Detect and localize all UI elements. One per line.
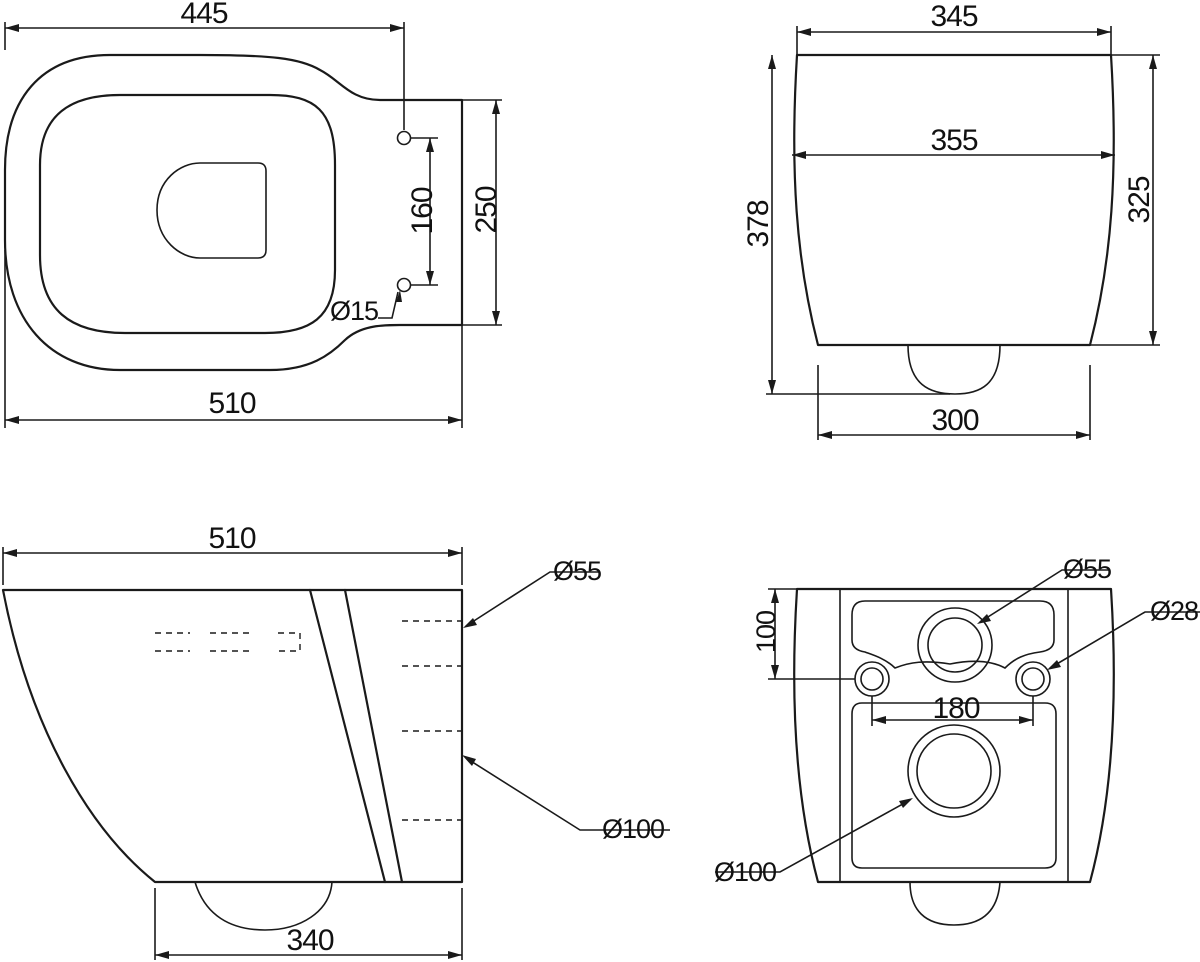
top-view-hole-diameter-label: Ø15: [330, 296, 378, 326]
top-view-width-to-holes-label: 445: [180, 0, 227, 30]
top-view: 445 510 160 250 Ø15: [3, 0, 503, 428]
front-view-top-width-label: 345: [930, 0, 977, 33]
rear-view-outlet-outer: [907, 724, 1001, 818]
top-view-rear-width-label: 250: [470, 186, 503, 233]
top-view-fixing-hole-lower: [396, 277, 412, 293]
rear-view: 180 100 Ø55 Ø28 Ø100: [714, 554, 1200, 926]
rear-view-bolt-left-outer: [854, 661, 890, 697]
front-view-outlet: [907, 344, 1001, 395]
rear-view-body-outline: [793, 587, 1115, 884]
rear-view-bolt-left-inner: [860, 667, 884, 691]
front-view-max-width-label: 355: [930, 124, 977, 157]
rear-view-mounting-frame: [839, 588, 1069, 883]
rear-view-bolt-right-inner: [1021, 667, 1045, 691]
rear-view-outlet-stub: [909, 881, 1001, 926]
side-view-outlet: [194, 881, 333, 931]
front-view-bottom-width-label: 300: [931, 404, 978, 437]
top-view-overall-width-label: 510: [208, 387, 255, 420]
top-view-hole-spacing-label: 160: [406, 187, 439, 234]
side-view-bottom-length-label: 340: [286, 924, 333, 957]
rear-view-outlet-diameter-label: Ø100: [714, 857, 776, 887]
side-view-outlet-diameter-label: Ø100: [602, 814, 664, 844]
rear-view-water-inlet-outer: [917, 607, 993, 683]
rear-view-bolt-diameter-label: Ø28: [1150, 596, 1198, 626]
rear-view-inlet-diameter-label: Ø55: [1063, 554, 1111, 584]
side-view-seat-line-2: [343, 588, 404, 884]
top-view-outer-outline: [3, 53, 464, 372]
side-view-seat-line-1: [308, 588, 387, 884]
front-view: 345 355 378 325 300: [742, 0, 1160, 440]
front-view-body-outline: [793, 53, 1115, 347]
rear-view-water-inlet-inner: [927, 617, 983, 673]
rear-view-bolt-height-label: 100: [751, 611, 781, 653]
side-view-overall-length-label: 510: [208, 522, 255, 555]
side-view: 510 340 Ø55 Ø100: [1, 522, 670, 960]
rear-view-outlet-inner: [916, 733, 992, 809]
rear-view-bolt-right-outer: [1015, 661, 1051, 697]
top-view-fixing-hole-upper: [396, 130, 412, 146]
rear-view-bolt-spacing-label: 180: [932, 692, 979, 725]
top-view-bowl-opening: [156, 162, 267, 259]
front-view-overall-height-label: 378: [742, 200, 775, 247]
rear-view-lower-recess: [851, 702, 1057, 869]
front-view-body-height-label: 325: [1123, 176, 1156, 223]
side-view-inlet-diameter-label: Ø55: [553, 556, 601, 586]
top-view-inner-rim: [38, 93, 337, 335]
rear-view-upper-recess: [851, 600, 1055, 669]
side-view-body-outline: [1, 588, 464, 884]
